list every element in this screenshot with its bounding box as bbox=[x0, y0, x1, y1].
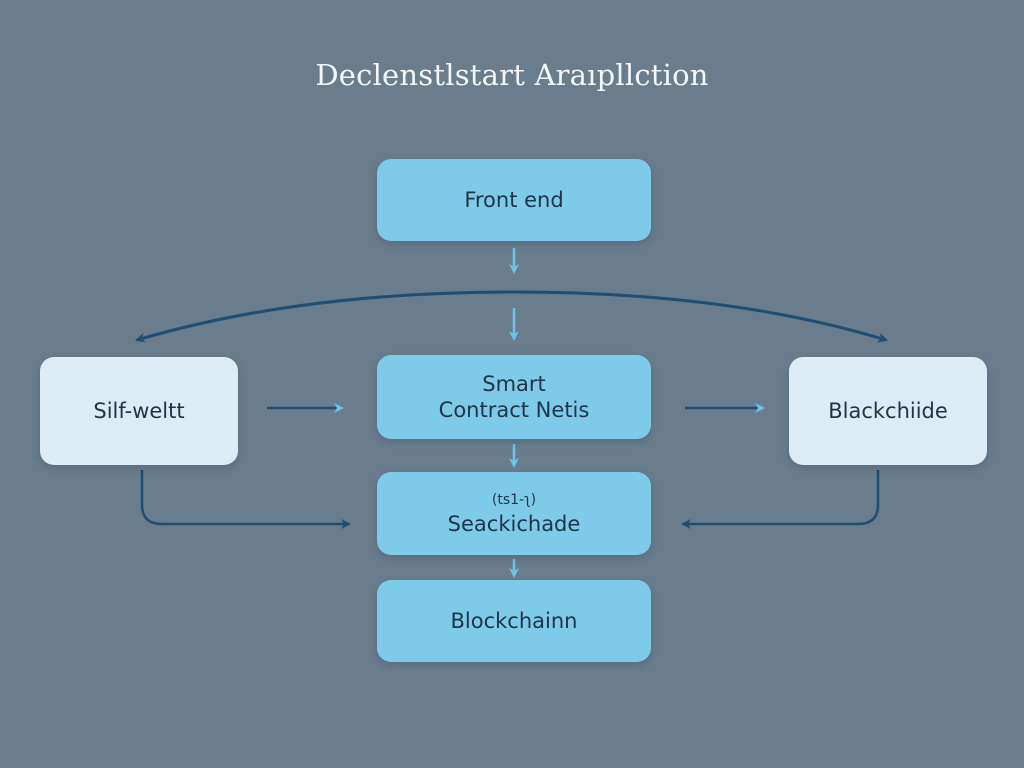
node-label-line2: Contract Netis bbox=[438, 398, 590, 422]
node-seackichade[interactable]: (ts1-ʅ) Seackichade bbox=[377, 472, 651, 555]
node-label: Seackichade bbox=[447, 511, 581, 536]
elbow-left-to-seack bbox=[140, 470, 351, 529]
node-label: Silf-weltt bbox=[93, 399, 185, 423]
node-sublabel: (ts1-ʅ) bbox=[491, 491, 537, 508]
node-label: Front end bbox=[464, 188, 564, 212]
node-front-end[interactable]: Front end bbox=[377, 159, 651, 241]
diagram-title: Declenstlstart Araıpllction bbox=[315, 58, 709, 92]
node-smart-contract[interactable]: Smart Contract Netis bbox=[377, 355, 651, 439]
node-right[interactable]: Blackchiide bbox=[789, 357, 987, 465]
node-left[interactable]: Silf-weltt bbox=[40, 357, 238, 465]
node-blockchain[interactable]: Blockchainn bbox=[377, 580, 651, 662]
curve-arrow-to-left bbox=[135, 290, 515, 343]
node-label: Blackchiide bbox=[828, 399, 948, 423]
curve-arrow-to-right bbox=[513, 290, 888, 343]
elbow-right-to-seack bbox=[681, 470, 880, 529]
node-label: Blockchainn bbox=[450, 609, 578, 633]
node-label-line1: Smart bbox=[482, 372, 546, 396]
